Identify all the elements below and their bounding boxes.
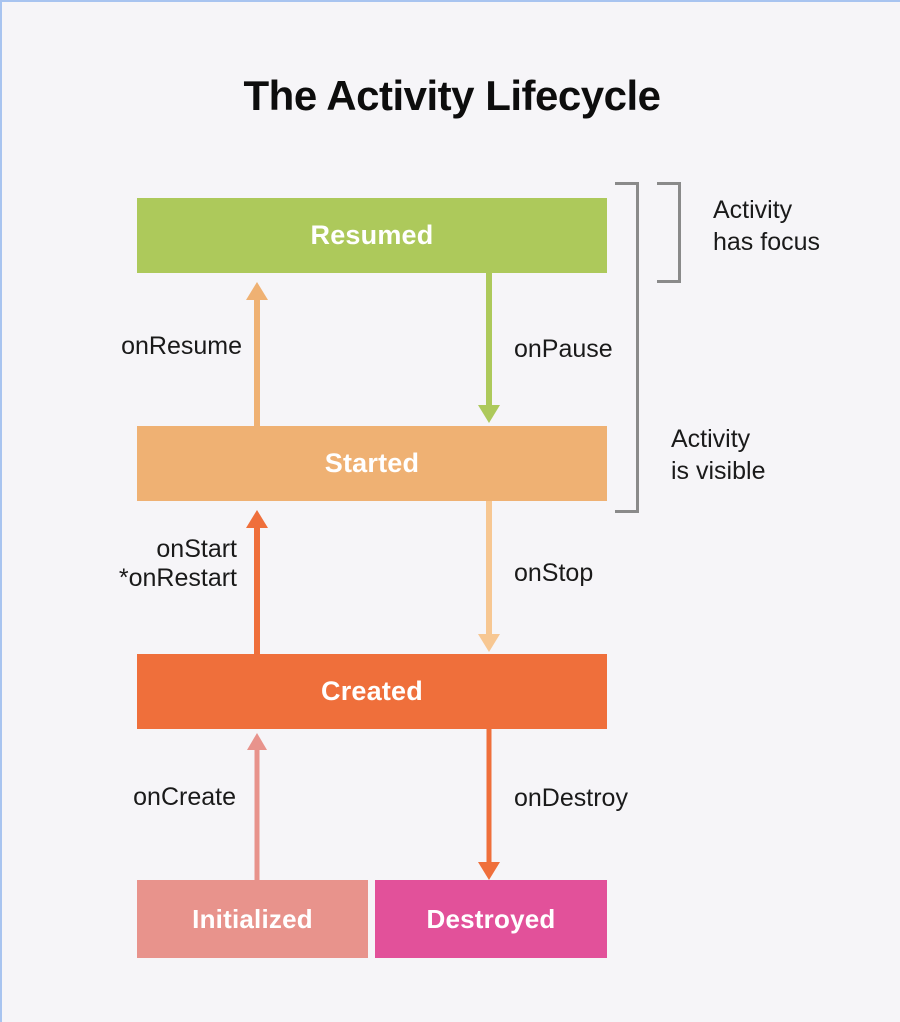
transition-label-onstart: onStart *onRestart [118, 535, 237, 592]
arrow-head [478, 862, 500, 880]
arrow-shaft [254, 747, 260, 880]
state-box-resumed[interactable]: Resumed [137, 198, 607, 273]
arrow-shaft [254, 524, 260, 654]
arrow-onpause-icon [478, 273, 500, 423]
arrow-head [478, 634, 500, 652]
arrow-onstart-icon [246, 510, 268, 654]
state-box-created[interactable]: Created [137, 654, 607, 729]
state-label-created: Created [321, 676, 423, 706]
transition-label-onresume: onResume [121, 332, 242, 360]
state-label-resumed: Resumed [310, 220, 434, 250]
arrow-ondestroy-icon [478, 729, 500, 880]
transition-label-oncreate: onCreate [133, 783, 236, 811]
state-box-started[interactable]: Started [137, 426, 607, 501]
state-box-destroyed[interactable]: Destroyed [375, 880, 607, 958]
arrow-shaft [486, 729, 492, 862]
bracket-activity-is-visible-icon [615, 182, 639, 513]
state-box-initialized[interactable]: Initialized [137, 880, 368, 958]
transition-label-onpause: onPause [514, 335, 613, 363]
annotation-label-is-visible: Activity is visible [671, 425, 766, 485]
arrow-shaft [486, 501, 492, 634]
transition-label-onstop: onStop [514, 559, 594, 587]
annotation-label-has-focus: Activity has focus [713, 196, 821, 256]
arrow-shaft [254, 296, 260, 426]
state-label-destroyed: Destroyed [426, 903, 556, 934]
bracket-activity-has-focus-icon [657, 182, 681, 283]
state-label-started: Started [324, 448, 420, 478]
arrow-onresume-icon [246, 282, 268, 426]
transition-label-ondestroy: onDestroy [514, 784, 628, 812]
state-label-initialized: Initialized [192, 903, 313, 934]
arrow-head [247, 733, 267, 750]
arrow-head [478, 405, 500, 423]
arrow-head [246, 282, 268, 300]
arrow-head [246, 510, 268, 528]
arrow-shaft [486, 273, 492, 405]
arrow-oncreate-icon [246, 733, 268, 880]
arrow-onstop-icon [478, 501, 500, 652]
page-title: The Activity Lifecycle [243, 72, 661, 119]
